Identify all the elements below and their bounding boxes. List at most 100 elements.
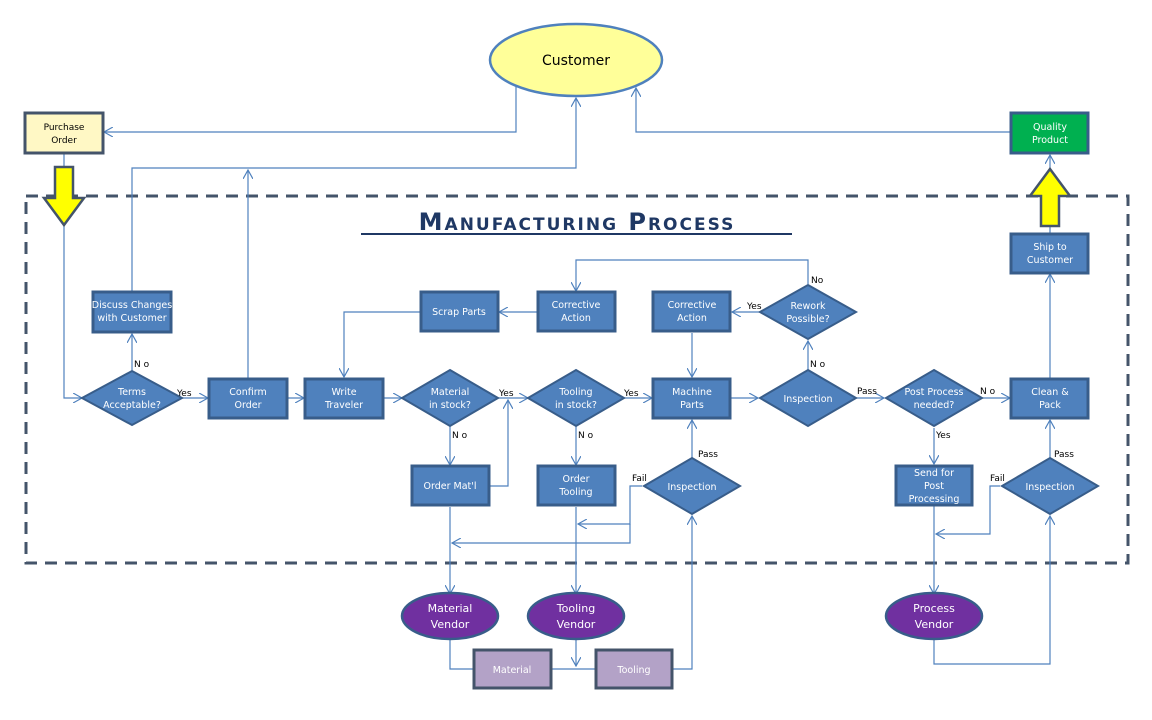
edge-label: Fail <box>632 474 647 484</box>
svg-text:Scrap Parts: Scrap Parts <box>432 307 486 318</box>
clean-pack-node[interactable]: Clean & Pack <box>1009 377 1090 420</box>
svg-text:Tooling: Tooling <box>556 602 595 615</box>
edge-label: N o <box>452 431 468 441</box>
svg-text:Machine: Machine <box>672 387 712 398</box>
svg-text:with Customer: with Customer <box>97 313 166 324</box>
svg-text:Customer: Customer <box>1027 255 1073 266</box>
inspection-incoming-decision[interactable]: Inspection <box>642 456 742 516</box>
machine-parts-node[interactable]: Machine Parts <box>651 377 732 420</box>
svg-text:Purchase: Purchase <box>44 123 85 133</box>
svg-text:Traveler: Traveler <box>324 400 363 411</box>
send-post-processing-node[interactable]: Send for Post Processing <box>894 464 974 507</box>
svg-text:Send for: Send for <box>914 468 954 479</box>
edge-label: N o <box>810 360 826 370</box>
tooling-box[interactable]: Tooling <box>594 648 674 690</box>
connectors <box>63 86 1050 670</box>
scrap-parts-node[interactable]: Scrap Parts <box>419 290 500 333</box>
edge-label: N o <box>134 360 150 370</box>
svg-text:Order: Order <box>51 136 77 146</box>
customer-node[interactable]: Customer <box>488 22 664 98</box>
tooling-in-stock-decision[interactable]: Tooling in stock? <box>526 368 626 428</box>
svg-text:Customer: Customer <box>542 53 610 69</box>
svg-text:Parts: Parts <box>680 400 704 411</box>
svg-text:Material: Material <box>493 665 532 676</box>
svg-text:Acceptable?: Acceptable? <box>103 400 161 411</box>
svg-text:Corrective: Corrective <box>552 300 601 311</box>
svg-text:Action: Action <box>561 313 591 324</box>
svg-text:in stock?: in stock? <box>555 400 597 411</box>
svg-text:Vendor: Vendor <box>915 618 954 631</box>
svg-text:Pack: Pack <box>1039 400 1061 411</box>
up-arrow-icon <box>1027 166 1073 228</box>
edge-label: Yes <box>935 431 951 441</box>
order-tooling-node[interactable]: Order Tooling <box>536 464 617 507</box>
edge-label: Pass <box>698 450 718 460</box>
inspection-main-decision[interactable]: Inspection <box>758 368 858 428</box>
edge-label: Yes <box>176 389 192 399</box>
ship-to-customer-node[interactable]: Ship to Customer <box>1009 232 1090 275</box>
down-arrow-icon <box>41 165 87 228</box>
edge-label: Yes <box>746 302 762 312</box>
manufacturing-boundary <box>24 194 1130 565</box>
svg-text:Terms: Terms <box>117 387 146 398</box>
svg-text:Vendor: Vendor <box>431 618 470 631</box>
terms-acceptable-decision[interactable]: Terms Acceptable? <box>79 369 185 427</box>
svg-text:Order: Order <box>235 400 262 411</box>
svg-text:needed?: needed? <box>914 400 955 411</box>
edge-label: No <box>811 276 824 286</box>
svg-text:Vendor: Vendor <box>557 618 596 631</box>
svg-text:Action: Action <box>677 313 707 324</box>
svg-text:Inspection: Inspection <box>783 394 832 405</box>
edge-label: N o <box>980 387 996 397</box>
svg-text:Confirm: Confirm <box>229 387 266 398</box>
svg-text:Material: Material <box>431 387 470 398</box>
svg-text:Tooling: Tooling <box>616 665 650 676</box>
post-process-needed-decision[interactable]: Post Process needed? <box>884 368 984 428</box>
svg-text:Processing: Processing <box>909 494 960 505</box>
svg-text:Clean &: Clean & <box>1031 387 1069 398</box>
process-vendor-node[interactable]: Process Vendor <box>884 591 984 641</box>
svg-text:Possible?: Possible? <box>786 314 829 325</box>
corrective-action-scrap-node[interactable]: Corrective Action <box>536 290 617 333</box>
quality-product-node[interactable]: Quality Product <box>1009 111 1090 155</box>
svg-text:Quality: Quality <box>1033 122 1067 133</box>
tooling-vendor-node[interactable]: Tooling Vendor <box>526 591 626 641</box>
diagram-title: Manufacturing Process <box>419 208 736 236</box>
order-material-node[interactable]: Order Mat'l <box>410 464 491 507</box>
edge-labels: N o Yes Yes N o Yes N o No Yes N o Pass … <box>134 276 1074 484</box>
edge-label: Pass <box>1054 450 1074 460</box>
discuss-changes-node[interactable]: Discuss Changes with Customer <box>91 290 173 334</box>
material-box[interactable]: Material <box>472 648 553 690</box>
svg-text:Post: Post <box>924 481 944 492</box>
svg-text:Write: Write <box>331 387 356 398</box>
rework-possible-decision[interactable]: Rework Possible? <box>757 283 859 341</box>
svg-text:Order Mat'l: Order Mat'l <box>423 481 476 492</box>
svg-text:in stock?: in stock? <box>429 400 471 411</box>
write-traveler-node[interactable]: Write Traveler <box>303 377 385 420</box>
svg-text:Process: Process <box>913 602 955 615</box>
corrective-action-rework-node[interactable]: Corrective Action <box>651 290 732 333</box>
edge-label: Yes <box>623 389 639 399</box>
edge-label: Pass <box>857 387 877 397</box>
svg-text:Rework: Rework <box>790 301 826 312</box>
svg-text:Ship to: Ship to <box>1033 242 1066 253</box>
edge-label: Yes <box>498 389 514 399</box>
svg-text:Tooling: Tooling <box>558 487 592 498</box>
material-vendor-node[interactable]: Material Vendor <box>400 591 500 641</box>
svg-text:Product: Product <box>1032 135 1068 146</box>
purchase-order-node[interactable]: Purchase Order <box>23 111 105 155</box>
confirm-order-node[interactable]: Confirm Order <box>207 377 289 420</box>
edge-label: Fail <box>990 474 1005 484</box>
edge-label: N o <box>578 431 594 441</box>
svg-text:Order: Order <box>563 474 590 485</box>
svg-text:Inspection: Inspection <box>1025 482 1074 493</box>
svg-text:Corrective: Corrective <box>668 300 717 311</box>
svg-text:Discuss Changes: Discuss Changes <box>92 300 172 311</box>
inspection-post-decision[interactable]: Inspection <box>1000 456 1100 516</box>
svg-text:Inspection: Inspection <box>667 482 716 493</box>
svg-text:Material: Material <box>428 602 473 615</box>
material-in-stock-decision[interactable]: Material in stock? <box>400 368 500 428</box>
svg-text:Tooling: Tooling <box>558 387 592 398</box>
svg-text:Post Process: Post Process <box>905 387 964 398</box>
